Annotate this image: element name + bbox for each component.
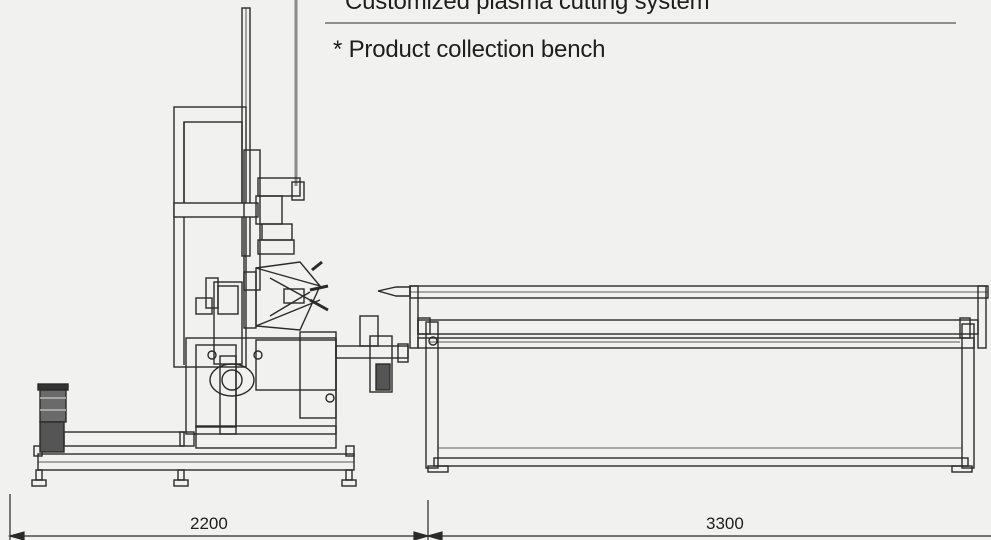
dimension-lines	[7, 494, 991, 540]
feed-unit	[335, 315, 409, 393]
collection-bench	[377, 285, 989, 473]
system-title: Customized plasma cutting system	[345, 0, 710, 15]
dimension-machine-width: 2200	[190, 514, 228, 533]
rotary-chuck	[255, 260, 329, 331]
cutting-machine	[31, 0, 409, 487]
bench-note: * Product collection bench	[333, 36, 606, 63]
dimension-bench-width: 3300	[706, 514, 744, 533]
drive-motor	[37, 383, 195, 453]
